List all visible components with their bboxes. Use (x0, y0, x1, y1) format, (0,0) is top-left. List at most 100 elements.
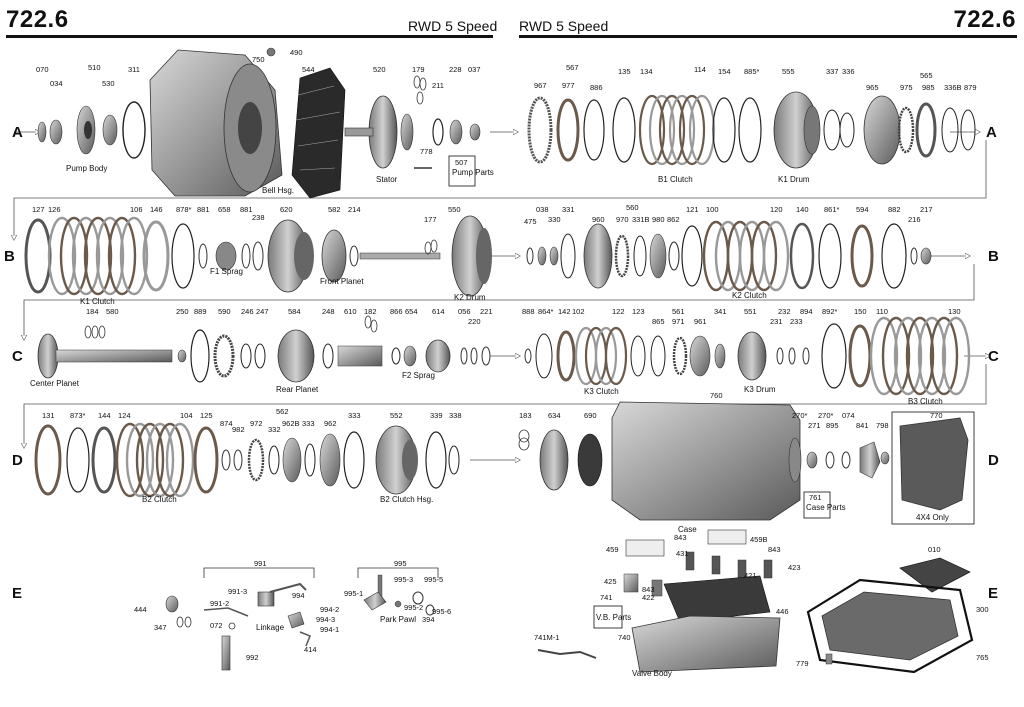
pn-121: 121 (686, 205, 699, 214)
oring-177-b (430, 239, 438, 253)
seal-211 (432, 118, 444, 146)
pn-994-2: 994-2 (320, 605, 339, 614)
pn-130: 130 (948, 307, 961, 316)
oring-347-b (184, 616, 192, 628)
row-d-left-parts (34, 422, 460, 498)
ring-878 (171, 223, 195, 289)
accumulator-425 (623, 573, 639, 593)
ring-331 (560, 233, 576, 279)
pn-070: 070 (36, 65, 49, 74)
pn-425: 425 (604, 577, 617, 586)
pn-882: 882 (888, 205, 901, 214)
name-f2-sprag: F2 Sprag (402, 371, 435, 380)
ring-233 (788, 347, 796, 365)
title-right: RWD 5 Speed (519, 18, 609, 34)
name-k3-clutch: K3 Clutch (584, 387, 619, 396)
name-pump-parts-1: Pump Parts (452, 168, 494, 177)
flange-841 (859, 441, 881, 479)
k1-drum-face (803, 105, 821, 155)
pn-311: 311 (128, 65, 140, 74)
pn-873: 873* (70, 411, 86, 420)
ring-862 (668, 241, 680, 271)
name-k2-drum: K2 Drum (454, 293, 486, 302)
ring-216 (910, 247, 918, 265)
pn-690: 690 (584, 411, 597, 420)
pn-975: 975 (900, 83, 913, 92)
ring-339 (425, 431, 447, 489)
pn-250: 250 (176, 307, 189, 316)
pn-862: 862 (667, 215, 680, 224)
pn-843-c: 843 (642, 585, 655, 594)
flow-lines (14, 132, 990, 460)
seal-070 (37, 121, 47, 143)
row-c-left-parts (37, 315, 491, 383)
pn-567: 567 (566, 63, 579, 72)
pn-798: 798 (876, 421, 889, 430)
name-vb-parts: V.B. Parts (596, 613, 631, 622)
pn-985: 985 (922, 83, 935, 92)
pn-214: 214 (348, 205, 361, 214)
pn-741m-1: 741M-1 (534, 633, 559, 642)
seal-ring-311 (122, 101, 146, 159)
pn-530: 530 (102, 79, 115, 88)
ring-865 (650, 335, 666, 377)
pn-555: 555 (782, 67, 795, 76)
header-rule-left (6, 35, 493, 38)
shaft-580 (55, 349, 173, 363)
row-letter-c: C (12, 348, 23, 365)
pn-610: 610 (344, 307, 357, 316)
pn-332: 332 (268, 425, 281, 434)
four-wheel-drive-case (899, 417, 969, 511)
pn-422: 422 (642, 593, 655, 602)
ring-892 (821, 323, 847, 389)
spring-995-5 (412, 591, 424, 605)
pn-654: 654 (405, 307, 418, 316)
pn-991: 991 (254, 559, 267, 568)
pn-144: 144 (98, 411, 111, 420)
pn-339: 339 (430, 411, 443, 420)
pn-658: 658 (218, 205, 231, 214)
bracket-995 (357, 567, 439, 578)
plug-444 (165, 595, 179, 613)
pn-102: 102 (572, 307, 585, 316)
pn-123: 123 (632, 307, 645, 316)
row-letter-d: D (12, 452, 23, 469)
pn-507: 507 (455, 158, 468, 167)
flow-a-to-b (14, 140, 987, 240)
pn-995-6: 995-6 (432, 607, 451, 616)
pn-134: 134 (640, 67, 653, 76)
washer-037 (469, 123, 481, 141)
oring-182-a (364, 315, 372, 329)
pn-881: 881 (197, 205, 210, 214)
pn-995-5: 995-5 (424, 575, 443, 584)
plate-140 (789, 222, 815, 290)
pn-960: 960 (592, 215, 605, 224)
solenoid-843-a (711, 555, 721, 575)
pn-248: 248 (322, 307, 335, 316)
nut-798 (880, 451, 890, 465)
row-letter-a-right: A (986, 124, 997, 141)
name-rear-planet: Rear Planet (276, 385, 319, 394)
pn-779: 779 (796, 659, 809, 668)
ring-881-b (241, 243, 251, 269)
callouts-row-b: 127 126 106 146 878* 881 658 881 238 620… (32, 203, 933, 226)
pn-594: 594 (856, 205, 869, 214)
name-k1-drum: K1 Drum (778, 175, 810, 184)
callouts-row-e: 991 995 991-3 994 995-3 995-5 991-2 444 … (134, 533, 989, 668)
oring-184-b (91, 325, 99, 339)
solenoid-423 (763, 559, 773, 579)
filter-459b (707, 529, 747, 545)
callouts-row-c: 184 580 250 889 590 246 247 584 248 610 … (86, 307, 961, 326)
pn-056: 056 (458, 307, 471, 316)
pn-888: 888 (522, 307, 535, 316)
row-b-right-parts (526, 220, 932, 292)
oring-177-a (424, 241, 432, 255)
row-d-right-parts (518, 401, 975, 525)
f2-sprag (403, 345, 417, 367)
pn-861: 861* (824, 205, 840, 214)
pn-590: 590 (218, 307, 231, 316)
pn-238: 238 (252, 213, 265, 222)
pn-146: 146 (150, 205, 163, 214)
ring-889 (190, 329, 210, 383)
pn-183: 183 (519, 411, 532, 420)
